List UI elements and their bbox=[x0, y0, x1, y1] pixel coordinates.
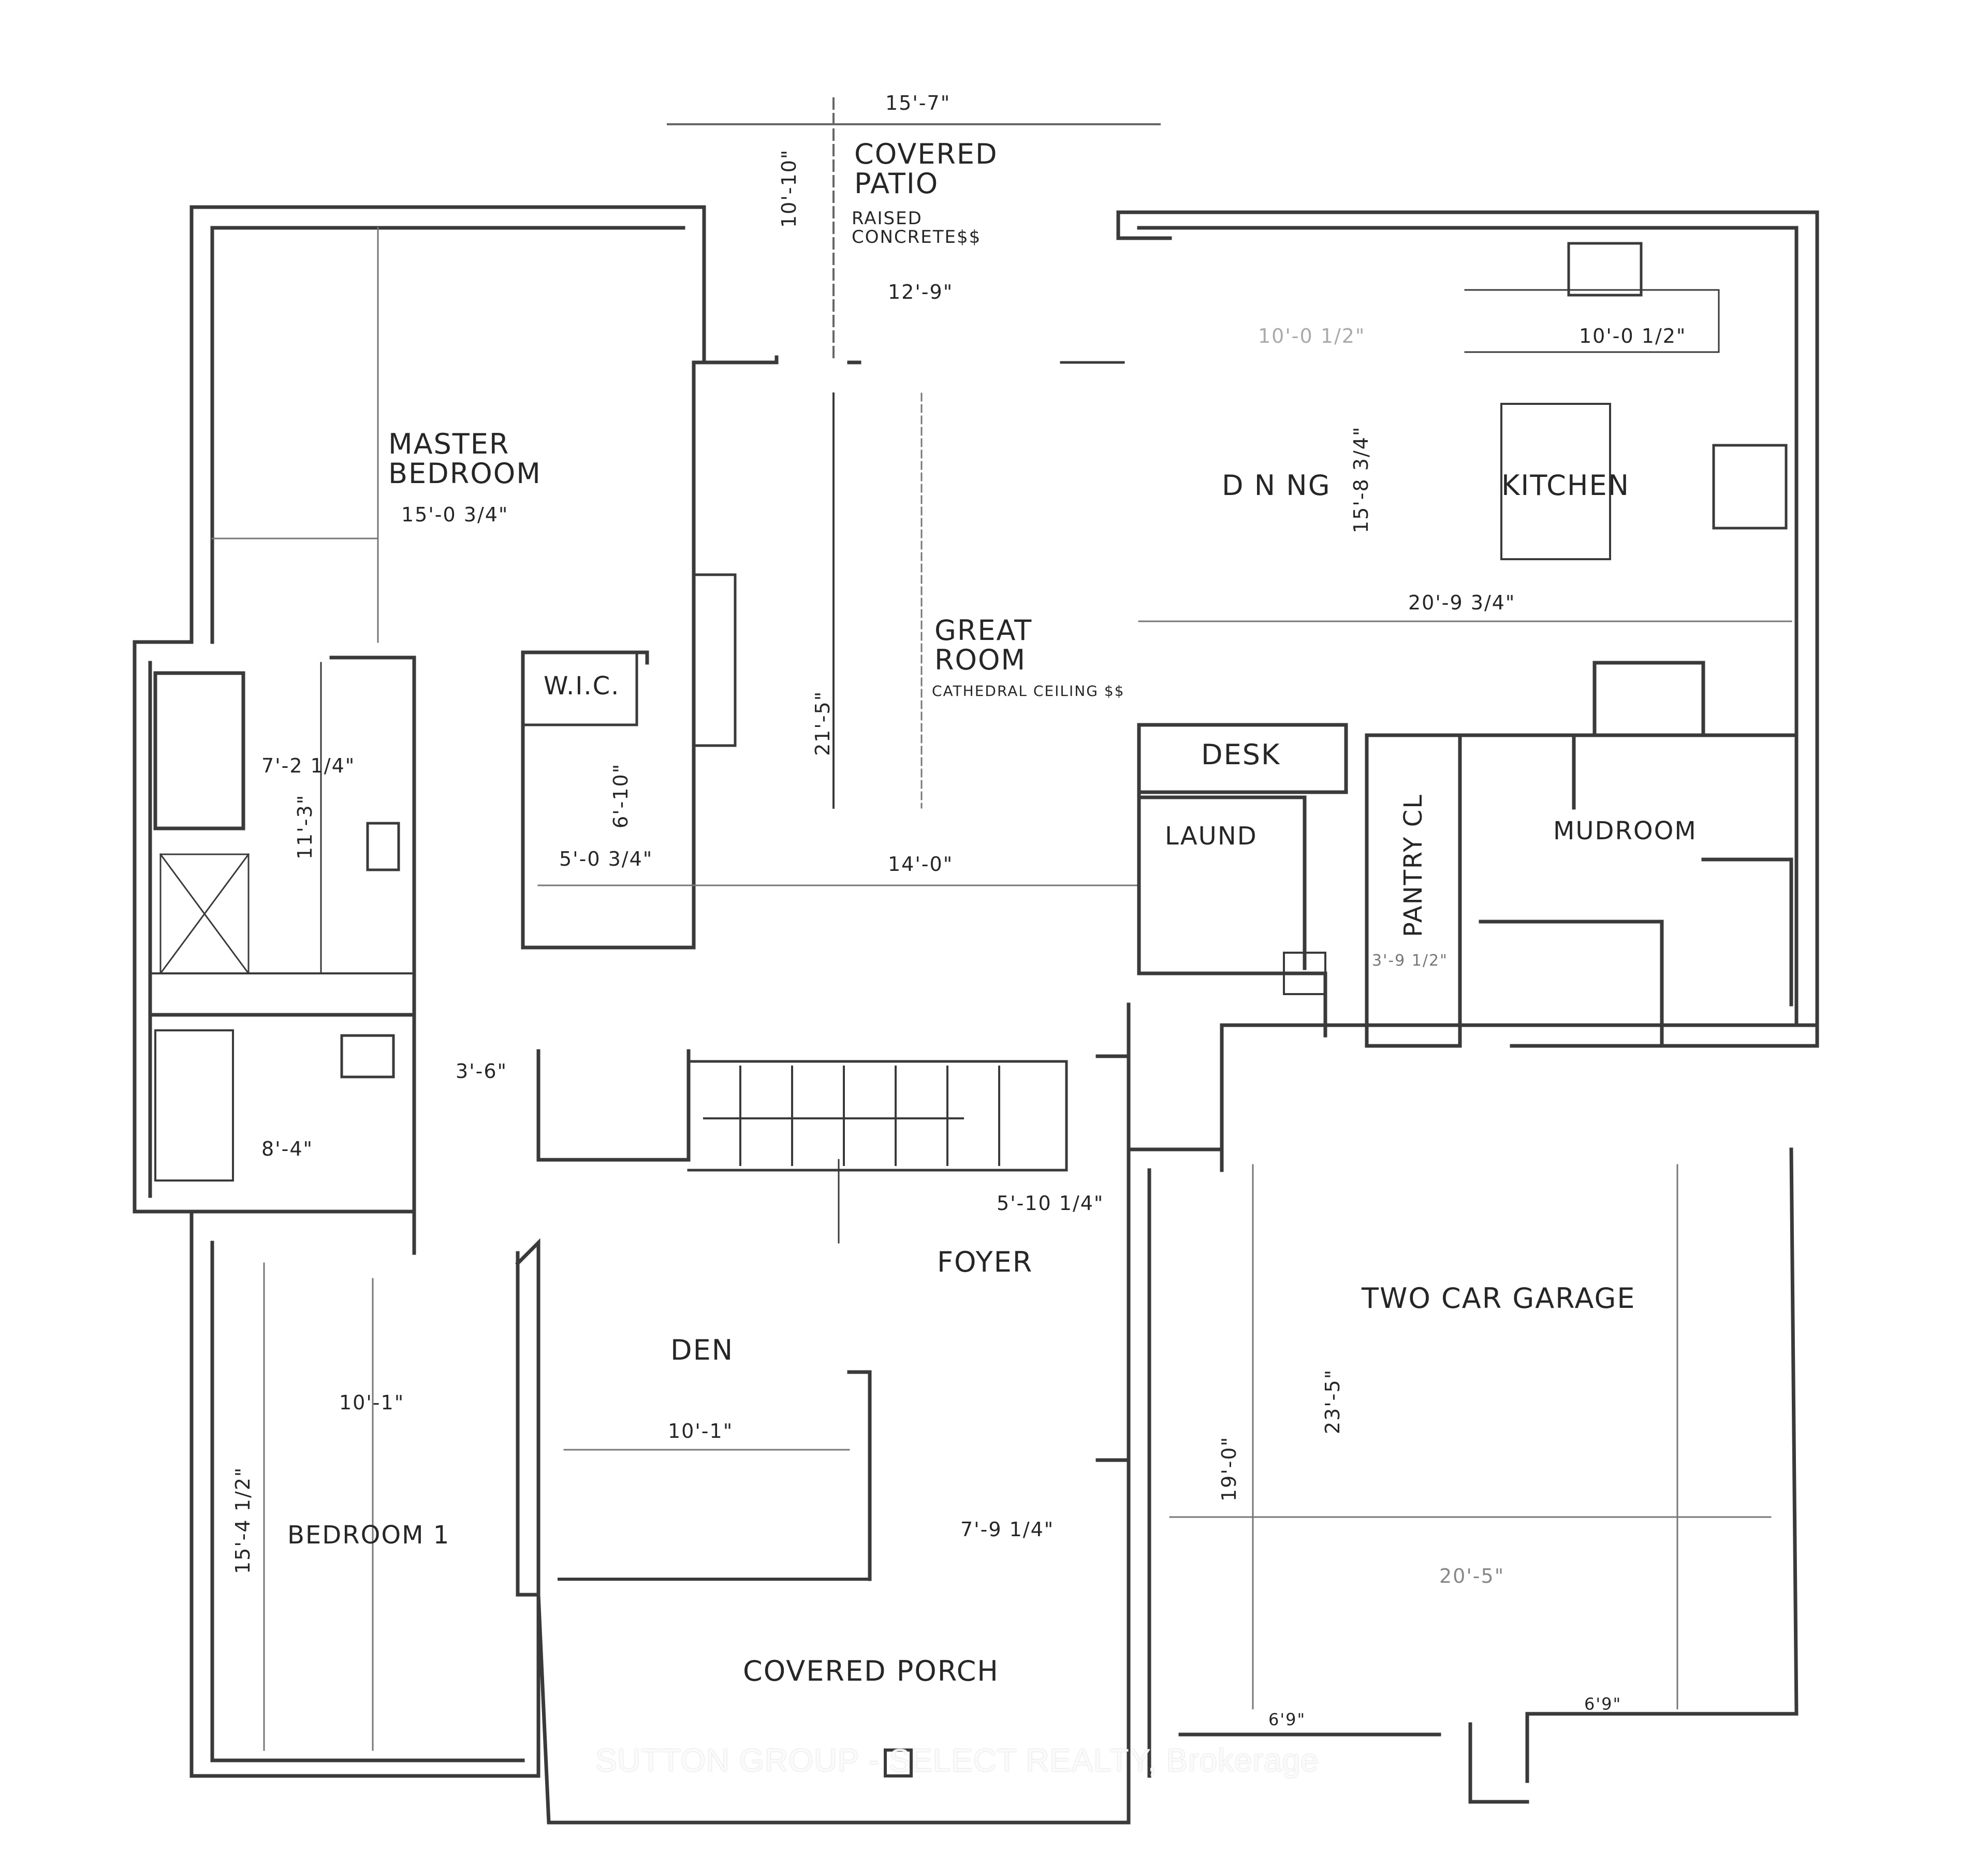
bedroom1-label: BEDROOM 1 bbox=[287, 1521, 450, 1550]
den-width-dim: 10'-1" bbox=[668, 1420, 734, 1442]
covered-patio-label: COVERED PATIO bbox=[854, 138, 998, 200]
garage-door-b-dim: 6'9" bbox=[1584, 1694, 1622, 1714]
covered-patio-note: RAISED CONCRETE$$ bbox=[852, 208, 982, 247]
master-bedroom-walls bbox=[133, 205, 706, 644]
patio-width-dim: 15'-7" bbox=[885, 92, 951, 114]
bed1-depth-dim: 15'-4 1/2" bbox=[231, 1466, 254, 1574]
master-width-dim: 15'-0 3/4" bbox=[401, 503, 509, 526]
two-car-garage-label: TWO CAR GARAGE bbox=[1362, 1282, 1636, 1315]
covered-porch-label: COVERED PORCH bbox=[743, 1655, 999, 1687]
kitchen-width-dim: 10'-0 1/2" bbox=[1579, 325, 1687, 347]
service-area-walls bbox=[1137, 661, 1799, 1048]
pantry-label: PANTRY CL bbox=[1399, 793, 1428, 937]
ensuite-a-dim: 7'-2 1/4" bbox=[261, 754, 356, 777]
den-label: DEN bbox=[670, 1334, 734, 1366]
kitchen-dining-walls bbox=[1060, 210, 1819, 1048]
ensuite-walls bbox=[133, 640, 416, 1214]
wic-label: W.I.C. bbox=[544, 672, 620, 701]
patio-depth-dim: 10'-10" bbox=[778, 149, 800, 228]
great-room-walls bbox=[521, 97, 1161, 950]
dining-width-dim: 10'-0 1/2" bbox=[1258, 325, 1366, 347]
wic-width-dim: 5'-0 3/4" bbox=[559, 848, 653, 870]
desk-label: DESK bbox=[1201, 738, 1281, 771]
patio-inner-dim: 12'-9" bbox=[888, 281, 954, 303]
garage-depth-b-dim: 23'-5" bbox=[1321, 1368, 1344, 1434]
covered-porch-outline bbox=[536, 1578, 1131, 1825]
foyer-label: FOYER bbox=[937, 1246, 1033, 1278]
kitchen-label: KITCHEN bbox=[1501, 469, 1630, 502]
den-foyer-walls bbox=[515, 1049, 1131, 1794]
foyer-width-dim: 5'-10 1/4" bbox=[997, 1192, 1104, 1215]
bath2-dim: 8'-4" bbox=[261, 1138, 313, 1160]
garage-walls bbox=[1127, 1002, 1819, 1804]
mudroom-label: MUDROOM bbox=[1553, 817, 1697, 846]
great-room-label: GREAT ROOM bbox=[934, 614, 1033, 676]
garage-width-dim: 20'-5" bbox=[1439, 1565, 1505, 1587]
dining-depth-dim: 15'-8 3/4" bbox=[1350, 426, 1372, 533]
great-width-dim: 14'-0" bbox=[888, 853, 954, 876]
great-depth-dim: 21'-5" bbox=[811, 690, 834, 756]
brokerage-watermark: SUTTON GROUP - SELECT REALTY, Brokerage bbox=[595, 1743, 1319, 1779]
garage-depth-a-dim: 19'-0" bbox=[1218, 1436, 1240, 1502]
laundry-label: LAUND bbox=[1165, 822, 1258, 851]
great-room-note: CATHEDRAL CEILING $$ bbox=[932, 682, 1125, 699]
garage-door-a-dim: 6'9" bbox=[1268, 1710, 1306, 1729]
hall-width-dim: 3'-6" bbox=[456, 1060, 507, 1083]
wic-depth-dim: 6'-10" bbox=[609, 763, 632, 828]
pantry-dim: 3'-9 1/2" bbox=[1372, 952, 1448, 970]
bedroom1-walls bbox=[189, 1209, 540, 1778]
ensuite-b-dim: 11'-3" bbox=[294, 794, 316, 859]
bed1-width-dim: 10'-1" bbox=[339, 1391, 405, 1414]
dining-label: D N NG bbox=[1222, 469, 1331, 502]
kitchen-total-dim: 20'-9 3/4" bbox=[1408, 591, 1516, 614]
master-bedroom-label: MASTER BEDROOM bbox=[388, 428, 542, 490]
porch-depth-dim: 7'-9 1/4" bbox=[960, 1518, 1055, 1541]
